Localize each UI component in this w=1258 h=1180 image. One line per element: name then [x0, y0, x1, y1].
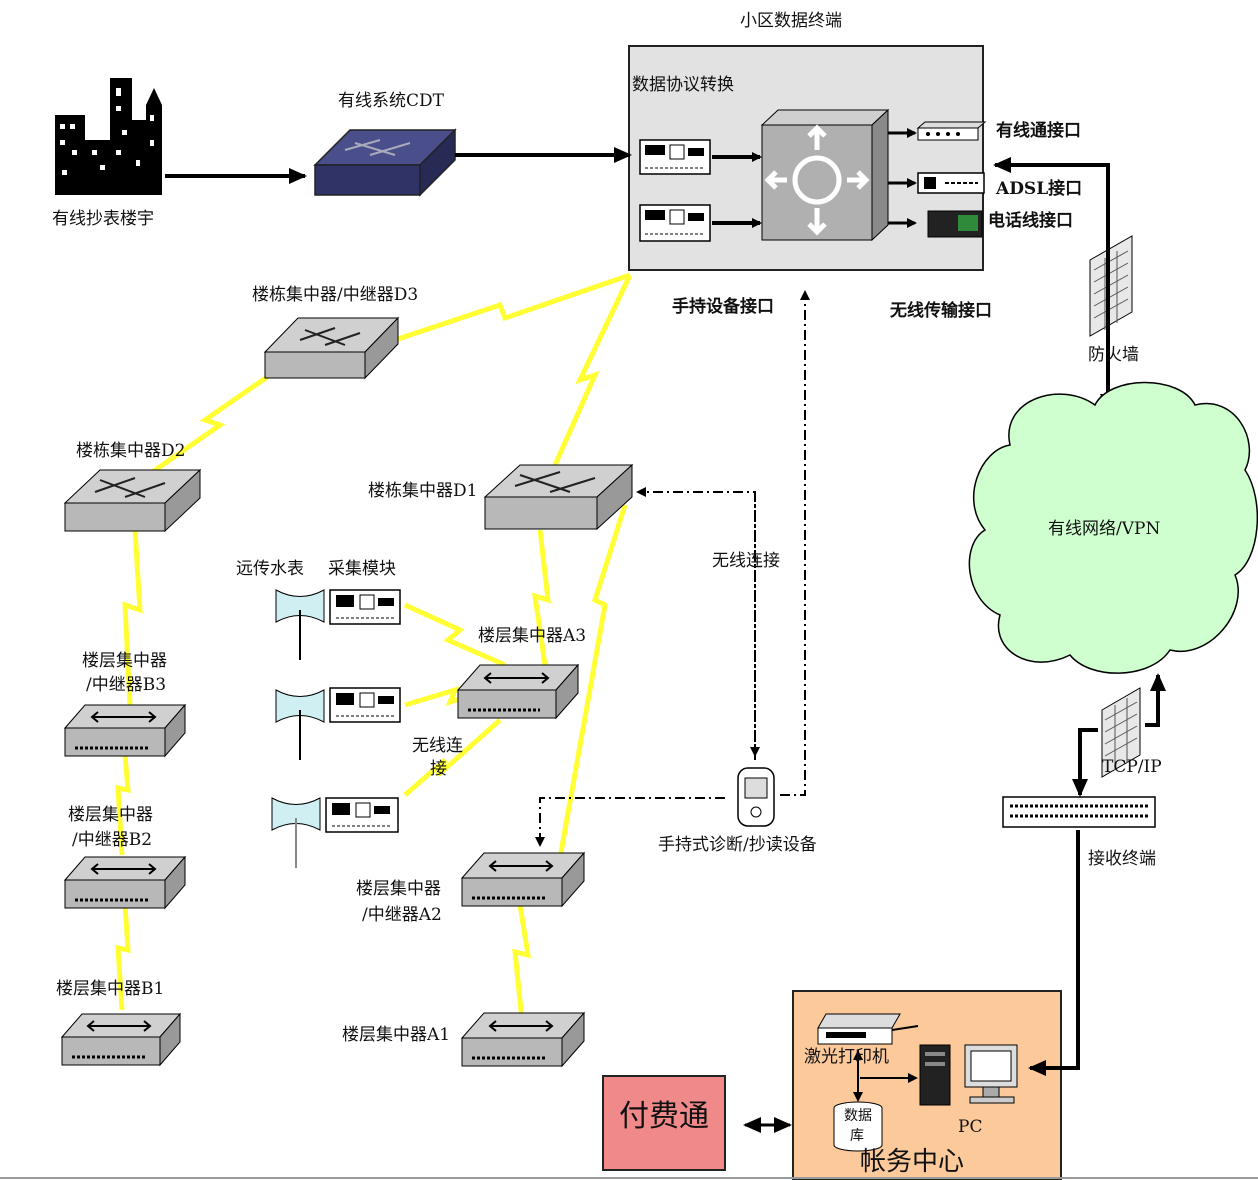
network-cloud-icon [968, 381, 1258, 674]
d2-label: 楼栋集中器D2 [76, 441, 186, 461]
wireless-port-label: 无线传输接口 [890, 301, 992, 321]
wired-building-label: 有线抄表楼宇 [52, 209, 154, 229]
wireless-link-b3-b2 [115, 754, 131, 856]
cable-port-icon [916, 121, 987, 141]
wireless-link-module3-a3 [403, 718, 502, 797]
concentrator-d1-icon [483, 463, 634, 531]
wireless-link-label-2-line2: 接 [430, 759, 447, 779]
dashed-links [535, 290, 810, 847]
pay-channel-label: 付费通 [619, 1099, 709, 1134]
wireless-link-d2-b3 [122, 529, 143, 706]
wireless-link-label-2-line1: 无线连 [412, 736, 463, 756]
adsl-port-label: ADSL接口 [996, 179, 1083, 199]
b3-label-line2: /中继器B3 [86, 675, 167, 695]
receiver-to-pc-link [1028, 830, 1080, 1076]
tcpip-label: TCP/IP [1102, 757, 1162, 777]
protocol-card-2 [639, 204, 711, 242]
b2-label-line1: 楼层集中器 [68, 805, 153, 825]
d3-label: 楼栋集中器/中继器D3 [252, 285, 419, 305]
acq-module-icon-1 [329, 589, 401, 625]
wireless-link-a2-a1 [512, 904, 532, 1021]
wireless-link-label-1: 无线连接 [712, 551, 780, 571]
acq-module-icon-3 [325, 797, 399, 833]
a3-label: 楼层集中器A3 [478, 626, 587, 646]
receiver-terminal-icon [1002, 796, 1156, 828]
acq-module-icon-2 [329, 687, 401, 723]
b1-label: 楼层集中器B1 [56, 979, 165, 999]
cdt-switch-icon [313, 128, 457, 197]
wireless-links [115, 272, 633, 1021]
cdt-label: 有线系统CDT [338, 91, 444, 111]
concentrator-a2-icon [460, 851, 586, 908]
wireless-link-d3-d2 [146, 372, 272, 478]
firewall-icon-top [1089, 235, 1133, 337]
terminal-title-label: 小区数据终端 [740, 11, 842, 31]
wired-building-icon [55, 78, 162, 195]
receiver-link-left [1078, 728, 1098, 790]
wireless-link-b2-b1 [115, 904, 131, 1011]
cable-port-label: 有线通接口 [996, 121, 1081, 141]
cloud-to-adsl-link [993, 157, 1110, 405]
wireless-link-d1-a3 [531, 529, 551, 666]
pc-tower-icon [919, 1044, 951, 1106]
page-bottom-rule [0, 1177, 1258, 1179]
protocol-card-1 [639, 139, 711, 175]
firewall-label: 防火墙 [1088, 345, 1139, 365]
acq-module-label: 采集模块 [328, 559, 396, 579]
cloud-label: 有线网络/VPN [1048, 519, 1161, 539]
water-meter-icon-2 [275, 689, 325, 760]
router-cube-icon [760, 108, 890, 242]
adsl-port-icon [917, 172, 985, 194]
concentrator-d2-icon [63, 468, 202, 533]
concentrator-a1-icon [460, 1011, 586, 1068]
b3-label-line1: 楼层集中器 [82, 651, 167, 671]
phone-port-icon [927, 210, 983, 238]
concentrator-b2-icon [63, 855, 187, 910]
firewall-icon-bottom [1101, 687, 1141, 778]
database-icon [833, 1101, 883, 1152]
pc-monitor-icon [964, 1044, 1018, 1104]
laser-printer-label: 激光打印机 [804, 1047, 889, 1067]
concentrator-a3-icon [456, 663, 580, 720]
protocol-convert-label: 数据协议转换 [632, 75, 734, 95]
database-label-line1: 数据 [844, 1108, 872, 1124]
wireless-link-d1-a2 [557, 504, 628, 859]
wireless-link-module1-a3 [403, 602, 507, 668]
database-label-line2: 库 [850, 1128, 864, 1144]
b2-label-line2: /中继器B2 [72, 830, 153, 850]
concentrator-b3-icon [63, 703, 187, 758]
laser-printer-icon [817, 1013, 919, 1045]
water-meter-icon-3 [271, 797, 321, 868]
d1-label: 楼栋集中器D1 [368, 481, 478, 501]
handheld-device-icon [737, 767, 775, 827]
remote-meter-label: 远传水表 [236, 559, 304, 579]
wireless-link-terminal-d3 [394, 272, 631, 343]
concentrator-d3-icon [263, 316, 400, 380]
handheld-device-label: 手持式诊断/抄读设备 [658, 835, 817, 855]
wireless-link-d1-terminal [552, 273, 633, 467]
pc-label: PC [958, 1117, 983, 1137]
tcpip-up-arrow [1145, 673, 1166, 727]
a1-label: 楼层集中器A1 [342, 1025, 451, 1045]
pay-channel-box [602, 1075, 726, 1171]
water-meter-icon-1 [275, 589, 325, 660]
handheld-port-label: 手持设备接口 [672, 297, 774, 317]
receiver-label: 接收终端 [1088, 849, 1156, 869]
phone-port-label: 电话线接口 [988, 211, 1073, 231]
a2-label-line2: /中继器A2 [362, 905, 442, 925]
account-center-label: 帐务中心 [860, 1147, 965, 1177]
a2-label-line1: 楼层集中器 [356, 879, 441, 899]
concentrator-b1-icon [60, 1012, 182, 1067]
